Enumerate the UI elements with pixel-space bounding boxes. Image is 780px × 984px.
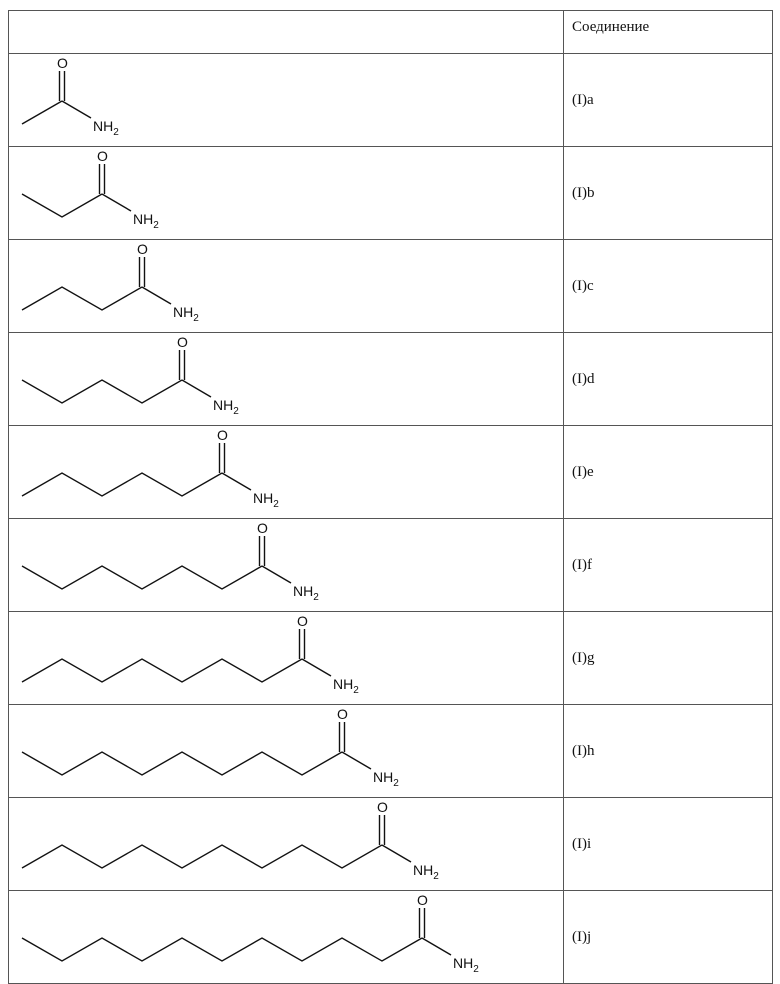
carbon-chain: [22, 194, 102, 217]
amine-label: NH2: [173, 304, 199, 324]
table-row: O NH2 (I)a: [9, 54, 773, 147]
amide-structure: O NH2: [9, 891, 563, 983]
carbon-chain: [22, 566, 262, 589]
amine-label: NH2: [373, 769, 399, 789]
amide-bond: [222, 473, 251, 490]
amide-structure: O NH2: [9, 426, 563, 518]
table-row: O NH2 (I)h: [9, 705, 773, 798]
table-row: O NH2 (I)i: [9, 798, 773, 891]
table-row: O NH2 (I)j: [9, 891, 773, 984]
amide-structure: O NH2: [9, 54, 563, 146]
compound-label: (I)d: [564, 333, 773, 426]
oxygen-label: O: [177, 334, 188, 350]
oxygen-label: O: [417, 892, 428, 908]
compound-label: (I)h: [564, 705, 773, 798]
amide-bond: [62, 101, 91, 118]
structure-cell: O NH2: [9, 240, 564, 333]
amide-structure: O NH2: [9, 798, 563, 890]
table-row: O NH2 (I)d: [9, 333, 773, 426]
amide-structure: O NH2: [9, 705, 563, 797]
structure-cell: O NH2: [9, 147, 564, 240]
compound-label: (I)c: [564, 240, 773, 333]
amide-bond: [422, 938, 451, 955]
structure-cell: O NH2: [9, 426, 564, 519]
table-row: O NH2 (I)c: [9, 240, 773, 333]
structure-cell: O NH2: [9, 519, 564, 612]
amine-label: NH2: [93, 118, 119, 138]
amine-label: NH2: [413, 862, 439, 882]
carbon-chain: [22, 473, 222, 496]
compound-label: (I)a: [564, 54, 773, 147]
structure-cell: O NH2: [9, 798, 564, 891]
amine-label: NH2: [213, 397, 239, 417]
amide-structure: O NH2: [9, 333, 563, 425]
amide-structure: O NH2: [9, 147, 563, 239]
amide-bond: [382, 845, 411, 862]
amine-label: NH2: [133, 211, 159, 231]
table-row: O NH2 (I)g: [9, 612, 773, 705]
compound-label: (I)i: [564, 798, 773, 891]
compound-label: (I)g: [564, 612, 773, 705]
carbon-chain: [22, 380, 182, 403]
amide-bond: [102, 194, 131, 211]
carbon-chain: [22, 101, 62, 124]
carbon-chain: [22, 287, 142, 310]
structure-cell: O NH2: [9, 54, 564, 147]
compound-label: (I)f: [564, 519, 773, 612]
table-row: O NH2 (I)e: [9, 426, 773, 519]
amide-structure: O NH2: [9, 612, 563, 704]
carbon-chain: [22, 938, 422, 961]
header-compound-cell: Соединение: [564, 11, 773, 54]
compounds-table: Соединение ONH2(I)aONH2(I)bONH2(I)cONH2(…: [8, 10, 773, 984]
amine-label: NH2: [253, 490, 279, 510]
structure-cell: O NH2: [9, 705, 564, 798]
amine-label: NH2: [453, 955, 479, 975]
oxygen-label: O: [137, 241, 148, 257]
amide-bond: [182, 380, 211, 397]
amide-structure: O NH2: [9, 519, 563, 611]
carbon-chain: [22, 845, 382, 868]
carbon-chain: [22, 659, 302, 682]
amide-bond: [142, 287, 171, 304]
oxygen-label: O: [297, 613, 308, 629]
oxygen-label: O: [217, 427, 228, 443]
table-row: O NH2 (I)b: [9, 147, 773, 240]
amide-bond: [342, 752, 371, 769]
compound-label: (I)b: [564, 147, 773, 240]
table-header-row: Соединение: [9, 11, 773, 54]
amine-label: NH2: [293, 583, 319, 603]
compound-label: (I)j: [564, 891, 773, 984]
compound-label: (I)e: [564, 426, 773, 519]
amide-bond: [262, 566, 291, 583]
amine-label: NH2: [333, 676, 359, 696]
amide-structure: O NH2: [9, 240, 563, 332]
header-structure-cell: [9, 11, 564, 54]
table-row: O NH2 (I)f: [9, 519, 773, 612]
structure-cell: O NH2: [9, 891, 564, 984]
structure-cell: O NH2: [9, 333, 564, 426]
amide-bond: [302, 659, 331, 676]
oxygen-label: O: [377, 799, 388, 815]
oxygen-label: O: [97, 148, 108, 164]
oxygen-label: O: [57, 55, 68, 71]
oxygen-label: O: [337, 706, 348, 722]
carbon-chain: [22, 752, 342, 775]
structure-cell: O NH2: [9, 612, 564, 705]
oxygen-label: O: [257, 520, 268, 536]
